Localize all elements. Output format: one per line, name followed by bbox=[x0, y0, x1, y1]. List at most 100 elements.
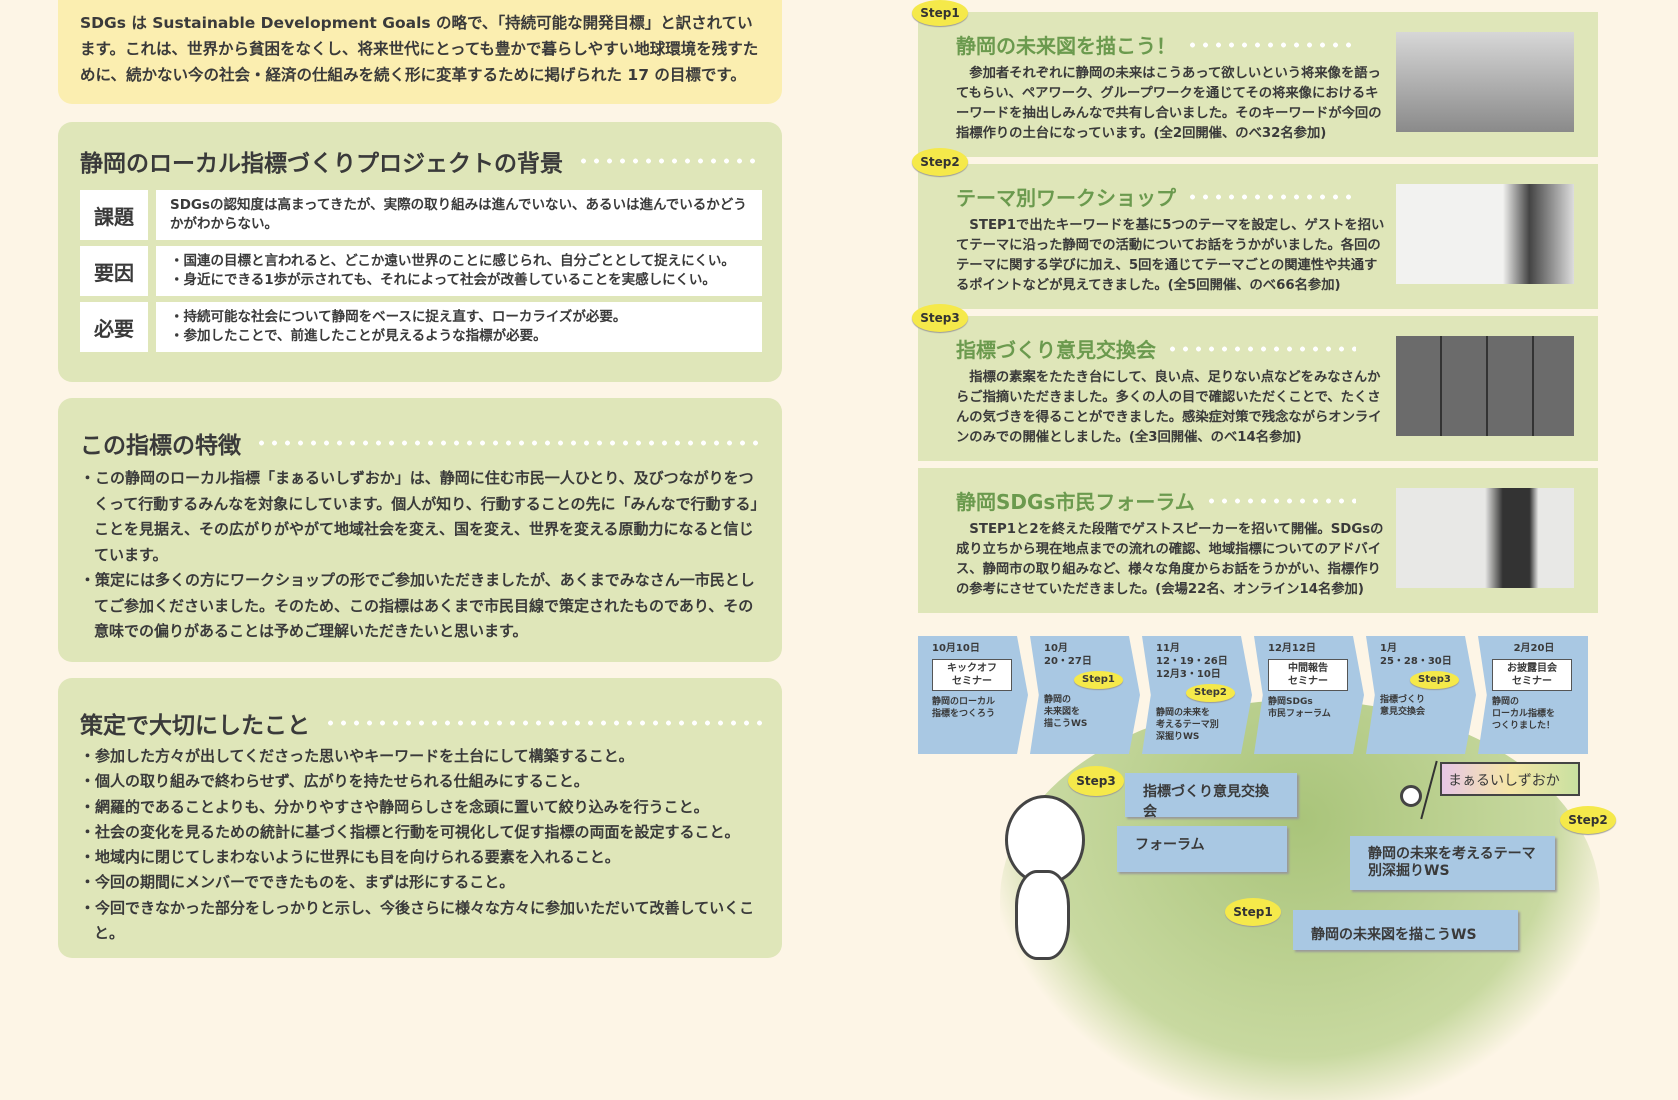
event-label: 中間報告 セミナー bbox=[1268, 659, 1348, 691]
dotted-divider bbox=[324, 720, 762, 726]
step-badge: Step3 bbox=[1410, 671, 1459, 689]
timeline-caption: 指標づくり 意見交換会 bbox=[1380, 695, 1426, 717]
timeline-caption: 静岡の未来を 考えるテーマ別 深掘りWS bbox=[1156, 708, 1219, 742]
timeline-caption: 静岡のローカル 指標をつくろう bbox=[932, 697, 996, 719]
row-line: ・国連の目標と言われると、どこか遠い世界のことに感じられ、自分ごととして捉えにく… bbox=[170, 253, 735, 269]
list-item: ・地域内に閉じてしまわないように世界にも目を向けられる要素を入れること。 bbox=[80, 848, 620, 867]
table-row: 必要・持続可能な社会について静岡をベースに捉え直す、ローカライズが必要。・参加し… bbox=[80, 302, 762, 352]
row-line: ・身近にできる1歩が示されても、それによって社会が改善していることを実感しにくい… bbox=[170, 272, 716, 288]
row-key: 要因 bbox=[80, 246, 148, 296]
dotted-divider bbox=[1186, 41, 1356, 48]
step-badge: Step3 bbox=[912, 304, 968, 332]
timeline-date: 10月 20・27日 bbox=[1044, 643, 1092, 667]
step-text: 指標の素案をたたき台にして、良い点、足りない点などをみなさんからご指摘いただきま… bbox=[956, 370, 1382, 445]
event-label: お披露目会 セミナー bbox=[1492, 659, 1572, 691]
forum-photo bbox=[1396, 488, 1574, 588]
timeline-item: 10月10日キックオフ セミナー静岡のローカル 指標をつくろう bbox=[918, 636, 1028, 754]
flag-banner: まぁるいしずおか bbox=[1440, 762, 1580, 796]
workshop-photo bbox=[1396, 32, 1574, 132]
step-badge: Step2 bbox=[912, 148, 968, 176]
event-label: キックオフ セミナー bbox=[932, 659, 1012, 691]
section-heading: 策定で大切にしたこと bbox=[80, 706, 762, 740]
step-badge: Step1 bbox=[1074, 671, 1123, 689]
step-badge: Step3 bbox=[1068, 766, 1124, 796]
step-title: テーマ別ワークショップ bbox=[956, 182, 1356, 211]
timeline-date: 2月20日 bbox=[1513, 643, 1555, 654]
list-item: ・網羅的であることよりも、分かりやすさや静岡らしさを念頭に置いて絞り込みを行うこ… bbox=[80, 797, 709, 816]
features-section: この指標の特徴 ・この静岡のローカル指標「まぁるいしずおか」は、静岡に住む市民一… bbox=[58, 398, 782, 662]
step3-card: 指標づくり意見交換会 指標の素案をたたき台にして、良い点、足りない点などをみなさ… bbox=[918, 316, 1598, 461]
timeline-item: 12月12日中間報告 セミナー静岡SDGs 市民フォーラム bbox=[1254, 636, 1364, 754]
timeline-date: 12月12日 bbox=[1268, 643, 1316, 654]
callout-step2: 静岡の未来を考えるテーマ別深掘りWS bbox=[1350, 836, 1555, 890]
list-item: ・個人の取り組みで終わらせず、広がりを持たせられる仕組みにすること。 bbox=[80, 772, 589, 791]
callout-step1: 静岡の未来図を描こうWS bbox=[1293, 910, 1518, 950]
intro-text: SDGs は Sustainable Development Goals の略で… bbox=[80, 14, 759, 84]
step1-card: 静岡の未来図を描こう！ 参加者それぞれに静岡の未来はこうあって欲しいという将来像… bbox=[918, 12, 1598, 157]
timeline-item: 1月 25・28・30日 Step3 指標づくり 意見交換会 bbox=[1366, 636, 1476, 754]
row-value: SDGsの認知度は高まってきたが、実際の取り組みは進んでいない、あるいは進んでい… bbox=[156, 190, 762, 240]
heading-text: 静岡のローカル指標づくりプロジェクトの背景 bbox=[80, 151, 563, 177]
section-heading: この指標の特徴 bbox=[80, 426, 762, 460]
table-row: 課題 SDGsの認知度は高まってきたが、実際の取り組みは進んでいない、あるいは進ん… bbox=[80, 190, 762, 240]
row-key: 課題 bbox=[80, 190, 148, 240]
heading-text: 策定で大切にしたこと bbox=[80, 713, 310, 739]
timeline-caption: 静岡の 未来図を 描こうWS bbox=[1044, 695, 1088, 729]
background-table: 課題 SDGsの認知度は高まってきたが、実際の取り組みは進んでいない、あるいは進ん… bbox=[80, 190, 762, 352]
list-item: ・今回できなかった部分をしっかりと示し、今後さらに様々な方々に参加いただいて改善… bbox=[80, 898, 755, 943]
background-section: 静岡のローカル指標づくりプロジェクトの背景 課題 SDGsの認知度は高まってきたが… bbox=[58, 122, 782, 382]
step-title: 指標づくり意見交換会 bbox=[956, 334, 1356, 363]
table-row: 要因 ・国連の目標と言われると、どこか遠い世界のことに感じられ、自分ごととして捉え… bbox=[80, 246, 762, 296]
dotted-divider bbox=[1186, 193, 1356, 200]
row-line: ・持続可能な社会について静岡をベースに捉え直す、ローカライズが必要。 bbox=[170, 309, 627, 325]
row-line: ・参加したことで、前進したことが見えるような指標が必要。 bbox=[170, 328, 547, 344]
title-text: 静岡SDGs市民フォーラム bbox=[956, 490, 1195, 514]
hill-illustration bbox=[1000, 700, 1600, 1100]
dotted-divider bbox=[577, 158, 762, 164]
speaker-photo bbox=[1396, 184, 1574, 284]
step-badge: Step1 bbox=[1225, 898, 1281, 926]
row-key: 必要 bbox=[80, 302, 148, 352]
principles-section: 策定で大切にしたこと ・参加した方々が出してくださった思いやキーワードを土台にし… bbox=[58, 678, 782, 958]
row-line: SDGsの認知度は高まってきたが、実際の取り組みは進んでいない、あるいは進んでい… bbox=[170, 197, 747, 232]
forum-card: 静岡SDGs市民フォーラム STEP1と2を終えた段階でゲストスピーカーを招いて… bbox=[918, 468, 1598, 613]
row-value: ・持続可能な社会について静岡をベースに捉え直す、ローカライズが必要。・参加したこ… bbox=[156, 302, 762, 352]
step-badge: Step2 bbox=[1560, 806, 1616, 834]
section-heading: 静岡のローカル指標づくりプロジェクトの背景 bbox=[80, 144, 762, 178]
title-text: 静岡の未来図を描こう！ bbox=[956, 34, 1176, 58]
schedule-timeline: 10月10日キックオフ セミナー静岡のローカル 指標をつくろう 10月 20・2… bbox=[918, 636, 1590, 754]
step-text: 参加者それぞれに静岡の未来はこうあって欲しいという将来像を語ってもらい、ペアワー… bbox=[956, 66, 1382, 141]
sdgs-intro: SDGs は Sustainable Development Goals の略で… bbox=[58, 0, 782, 104]
step-title: 静岡の未来図を描こう！ bbox=[956, 30, 1356, 59]
timeline-item: 10月 20・27日 Step1 静岡の 未来図を 描こうWS bbox=[1030, 636, 1140, 754]
timeline-date: 10月10日 bbox=[932, 643, 980, 654]
title-text: テーマ別ワークショップ bbox=[956, 186, 1176, 210]
timeline-item: 11月 12・19・26日 12月3・10日 Step2 静岡の未来を 考えるテーマ… bbox=[1142, 636, 1252, 754]
callout-forum: フォーラム bbox=[1117, 826, 1287, 872]
step2-card: テーマ別ワークショップ STEP1で出たキーワードを基に5つのテーマを設定し、ゲ… bbox=[918, 164, 1598, 309]
step-text: STEP1で出たキーワードを基に5つのテーマを設定し、ゲストを招いてテーマに沿っ… bbox=[956, 218, 1385, 293]
list-item: ・今回の期間にメンバーでできたものを、まずは形にすること。 bbox=[80, 873, 515, 892]
callout-step3: 指標づくり意見交換会 bbox=[1125, 773, 1297, 820]
list-item: ・策定には多くの方にワークショップの形でご参加いただきましたが、あくまでみなさん… bbox=[80, 571, 755, 640]
dotted-divider bbox=[255, 440, 762, 446]
timeline-caption: 静岡の ローカル指標を つくりました！ bbox=[1492, 697, 1556, 731]
row-value: ・国連の目標と言われると、どこか遠い世界のことに感じられ、自分ごととして捉えにく… bbox=[156, 246, 762, 296]
mascot-body bbox=[1015, 870, 1070, 960]
online-meeting-photo bbox=[1396, 336, 1574, 436]
heading-text: この指標の特徴 bbox=[80, 433, 241, 459]
flag-character bbox=[1400, 785, 1422, 807]
dotted-divider bbox=[1204, 497, 1356, 504]
title-text: 指標づくり意見交換会 bbox=[956, 338, 1156, 362]
list-item: ・この静岡のローカル指標「まぁるいしずおか」は、静岡に住む市民一人ひとり、及びつ… bbox=[80, 469, 759, 564]
timeline-caption: 静岡SDGs 市民フォーラム bbox=[1268, 697, 1331, 719]
timeline-date: 11月 12・19・26日 12月3・10日 bbox=[1156, 643, 1228, 680]
timeline-item: 2月20日お披露目会 セミナー静岡の ローカル指標を つくりました！ bbox=[1478, 636, 1588, 754]
step-text: STEP1と2を終えた段階でゲストスピーカーを招いて開催。SDGsの成り立ちから… bbox=[956, 522, 1384, 597]
list-item: ・社会の変化を見るための統計に基づく指標と行動を可視化して促す指標の両面を設定す… bbox=[80, 822, 740, 841]
step-title: 静岡SDGs市民フォーラム bbox=[956, 486, 1356, 515]
timeline-date: 1月 25・28・30日 bbox=[1380, 643, 1452, 667]
dotted-divider bbox=[1166, 345, 1356, 352]
step-badge: Step1 bbox=[912, 0, 968, 26]
step-badge: Step2 bbox=[1186, 684, 1235, 702]
